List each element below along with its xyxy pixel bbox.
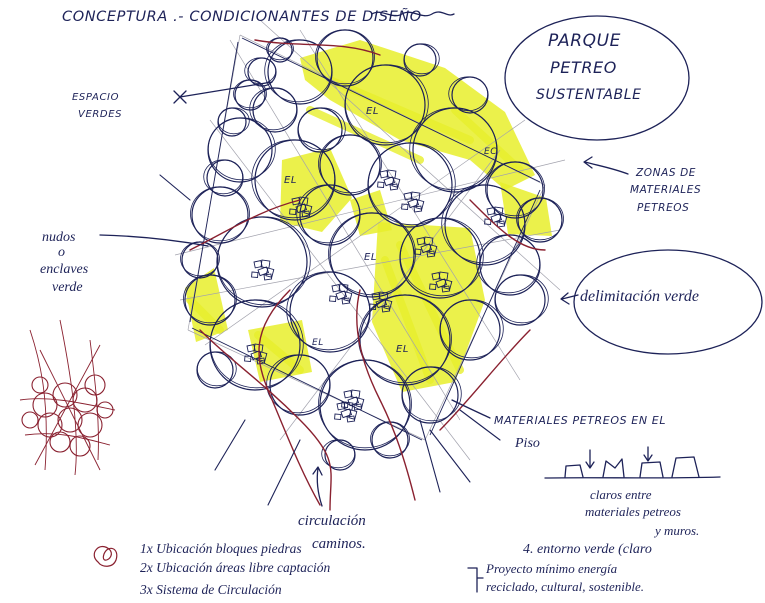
- sketch-circle: [245, 58, 276, 84]
- circulation-path: [259, 290, 320, 505]
- enclaves-label-4: verde: [52, 280, 83, 295]
- radiating-line: [160, 175, 190, 200]
- circle-tag: EL: [312, 338, 324, 348]
- radiating-line: [268, 440, 300, 505]
- green-space-label-2: VERDES: [78, 109, 122, 120]
- stone-block: [565, 465, 583, 477]
- stone-zones-label-2: MATERIALES: [630, 184, 701, 196]
- enclaves-label-2: o: [58, 245, 65, 260]
- project-bracket: [468, 568, 483, 592]
- stone-block: [672, 457, 699, 477]
- gap-arrow: [644, 447, 652, 461]
- red-sketch-line: [25, 434, 110, 445]
- park-title-line-1: PARQUE: [548, 31, 621, 51]
- stone-block: [378, 182, 384, 188]
- gaps-label-2: materiales petreos: [585, 504, 681, 519]
- small-red-sketch: [20, 320, 115, 475]
- legend-item-2: 2x Ubicación áreas libre captación: [140, 560, 330, 575]
- green-highlight-layer: [185, 40, 552, 392]
- legend-item-1: 1x Ubicación bloques piedras: [140, 541, 302, 556]
- enclaves-label-3: enclaves: [40, 262, 89, 277]
- sketch-circle: [218, 108, 249, 134]
- stone-zones-label-3: PETREOS: [637, 202, 689, 214]
- gap-arrow: [586, 450, 594, 468]
- ground-line: [545, 477, 720, 478]
- circle-tag: EC: [484, 147, 497, 157]
- enclaves-label-1: nudos: [42, 230, 76, 245]
- floor-materials-label-1: MATERIALES PETREOS EN EL: [494, 414, 666, 427]
- red-sketch-circle: [22, 412, 38, 428]
- circle-tag: EL: [364, 252, 377, 263]
- green-space-label-1: ESPACIO: [72, 92, 119, 103]
- red-sketch-circle: [32, 377, 48, 393]
- floor-materials-label-2: Piso: [514, 436, 540, 451]
- stone-block: [603, 459, 624, 477]
- gaps-label-3: y muros.: [653, 523, 699, 538]
- stone-zones-arrow: [584, 157, 628, 174]
- gaps-label-1: claros entre: [590, 487, 652, 502]
- stone-zones-label-1: ZONAS DE: [635, 167, 696, 179]
- sketch-circle: [495, 275, 548, 323]
- circle-tag: EL: [396, 344, 409, 355]
- sketch-circle: [371, 422, 410, 456]
- green-edge-label: delimitación verde: [580, 288, 699, 305]
- legend-item-3: 3x Sistema de Circulación: [139, 582, 282, 597]
- project-label-1: Proyecto mínimo energía: [485, 561, 618, 576]
- sheet-title: CONCEPTURA .- CONDICIONANTES DE DISEÑO: [62, 8, 422, 25]
- legend-mark: [94, 547, 117, 567]
- floor-materials-leader: [452, 400, 490, 418]
- stone-block: [640, 462, 663, 477]
- circle-tag: EL: [284, 175, 297, 186]
- stone-block: [252, 272, 258, 278]
- red-sketch-circle: [73, 388, 97, 412]
- circle-tag: EL: [366, 106, 379, 117]
- park-title-line-3: SUSTENTABLE: [536, 87, 642, 103]
- stone-block: [335, 414, 341, 420]
- circulation-label-1: circulación: [298, 513, 366, 529]
- stone-block: [330, 296, 336, 302]
- floor-section-sketch: [545, 447, 720, 478]
- sketch-circle: [372, 422, 408, 458]
- green-surround-label: 4. entorno verde (claro: [523, 542, 652, 557]
- radiating-line: [430, 430, 470, 482]
- park-title-line-2: PETREO: [550, 58, 617, 77]
- circulation-label-2: caminos.: [312, 536, 366, 552]
- sketch-circle: [181, 242, 220, 276]
- radiating-line: [215, 420, 245, 470]
- construction-line: [180, 230, 560, 300]
- red-sketch-circle: [97, 402, 113, 418]
- project-label-2: reciclado, cultural, sostenible.: [486, 579, 644, 594]
